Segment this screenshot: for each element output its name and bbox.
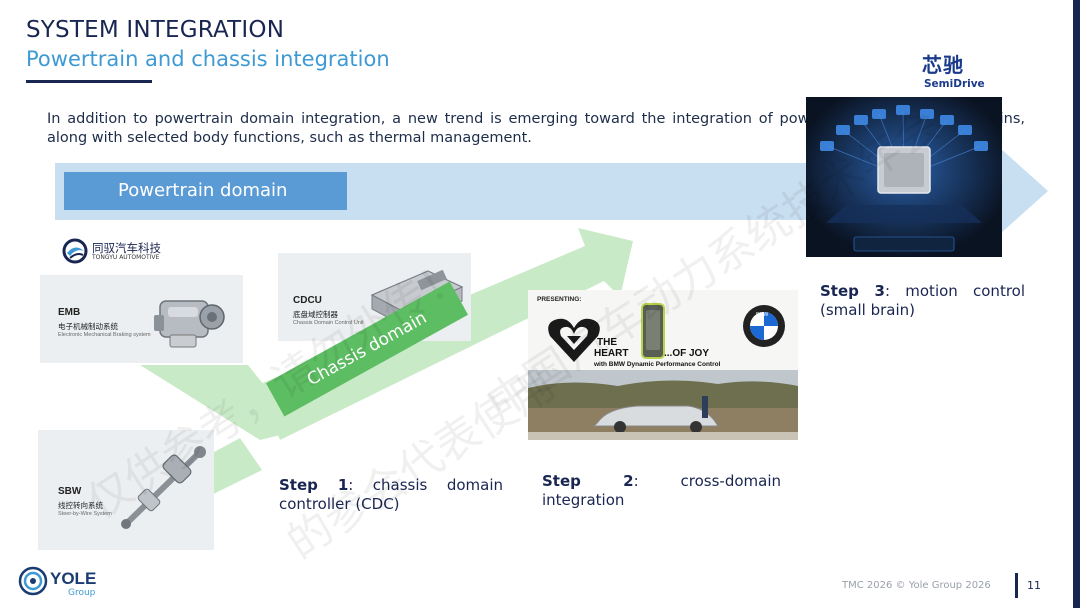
tongyu-subname: TONGYU AUTOMOTIVE: [92, 254, 160, 261]
heart-logo-icon: [548, 318, 600, 362]
sbw-steering-image: [121, 446, 206, 529]
page-number: 11: [1027, 579, 1041, 592]
step-3-text: : motion control (small brain): [820, 282, 1026, 319]
semidrive-motion-control-image: [806, 97, 1002, 257]
step-2-label: Step 2: [542, 472, 634, 490]
title-underline: [26, 80, 152, 83]
semidrive-logo-cn: 芯驰: [922, 53, 964, 77]
semidrive-chip-graphic: [806, 97, 1002, 257]
sbw-name-cn: 线控转向系统: [58, 501, 103, 510]
intro-paragraph: In addition to powertrain domain integra…: [47, 111, 1025, 146]
step-3-label: Step 3: [820, 282, 885, 300]
sbw-name-en: Steer-by-Wire System: [58, 511, 112, 517]
bmw-tagline: with BMW Dynamic Performance Control: [594, 361, 721, 368]
cdcu-code: CDCU: [293, 295, 322, 306]
powertrain-domain-label: Powertrain domain: [64, 172, 347, 210]
bmw-heart-of-joy-image: PRESENTING: THE HEART ...OF JOY with BMW…: [528, 290, 798, 440]
cdcu-name-en: Chassis Domain Control Unit: [293, 320, 364, 326]
bmw-of-joy-text: ...OF JOY: [664, 348, 710, 359]
emb-caliper-image: [154, 300, 225, 348]
yole-logo-icon: [18, 566, 48, 596]
yole-brand-sub: Group: [68, 588, 96, 598]
page-subtitle: Powertrain and chassis integration: [26, 47, 390, 71]
tongyu-logo-icon: [62, 238, 88, 264]
semidrive-logo-en: SemiDrive: [924, 78, 985, 90]
emb-product-card: EMB 电子机械制动系统 Electronic Mechanical Braki…: [40, 275, 243, 363]
footer-copyright: TMC 2026 © Yole Group 2026: [842, 580, 991, 591]
step-2-text: : cross-domain integration: [542, 472, 781, 509]
page-title: SYSTEM INTEGRATION: [26, 17, 285, 43]
bmw-logo-icon: [743, 305, 785, 347]
emb-name-cn: 电子机械制动系统: [58, 322, 118, 331]
tongyu-name: 同驭汽车科技: [92, 241, 161, 255]
step-1-label: Step 1: [279, 476, 349, 494]
bmw-heart-text: HEART: [594, 348, 629, 359]
step-3-caption: Step 3: motion control (small brain): [820, 282, 1025, 320]
bmw-brand-text: BMW: [756, 312, 769, 318]
sbw-product-card: SBW 线控转向系统 Steer-by-Wire System: [38, 430, 214, 550]
bmw-presenting-text: PRESENTING:: [537, 296, 582, 303]
cdcu-name-cn: 底盘域控制器: [293, 310, 338, 319]
step-1-caption: Step 1: chassis domain controller (CDC): [279, 476, 503, 514]
right-edge-bar: [1073, 0, 1080, 608]
battery-graphic: [641, 303, 665, 359]
bmw-car-scene: [528, 370, 798, 440]
bmw-the-text: THE: [597, 337, 617, 348]
footer-divider: [1015, 573, 1018, 598]
step-1-text: : chassis domain controller (CDC): [279, 476, 504, 513]
emb-code: EMB: [58, 307, 81, 318]
sbw-code: SBW: [58, 486, 82, 497]
step-2-caption: Step 2: cross-domain integration: [542, 472, 781, 510]
yole-brand: YOLE: [50, 569, 97, 588]
emb-name-en: Electronic Mechanical Braking system: [58, 332, 151, 338]
